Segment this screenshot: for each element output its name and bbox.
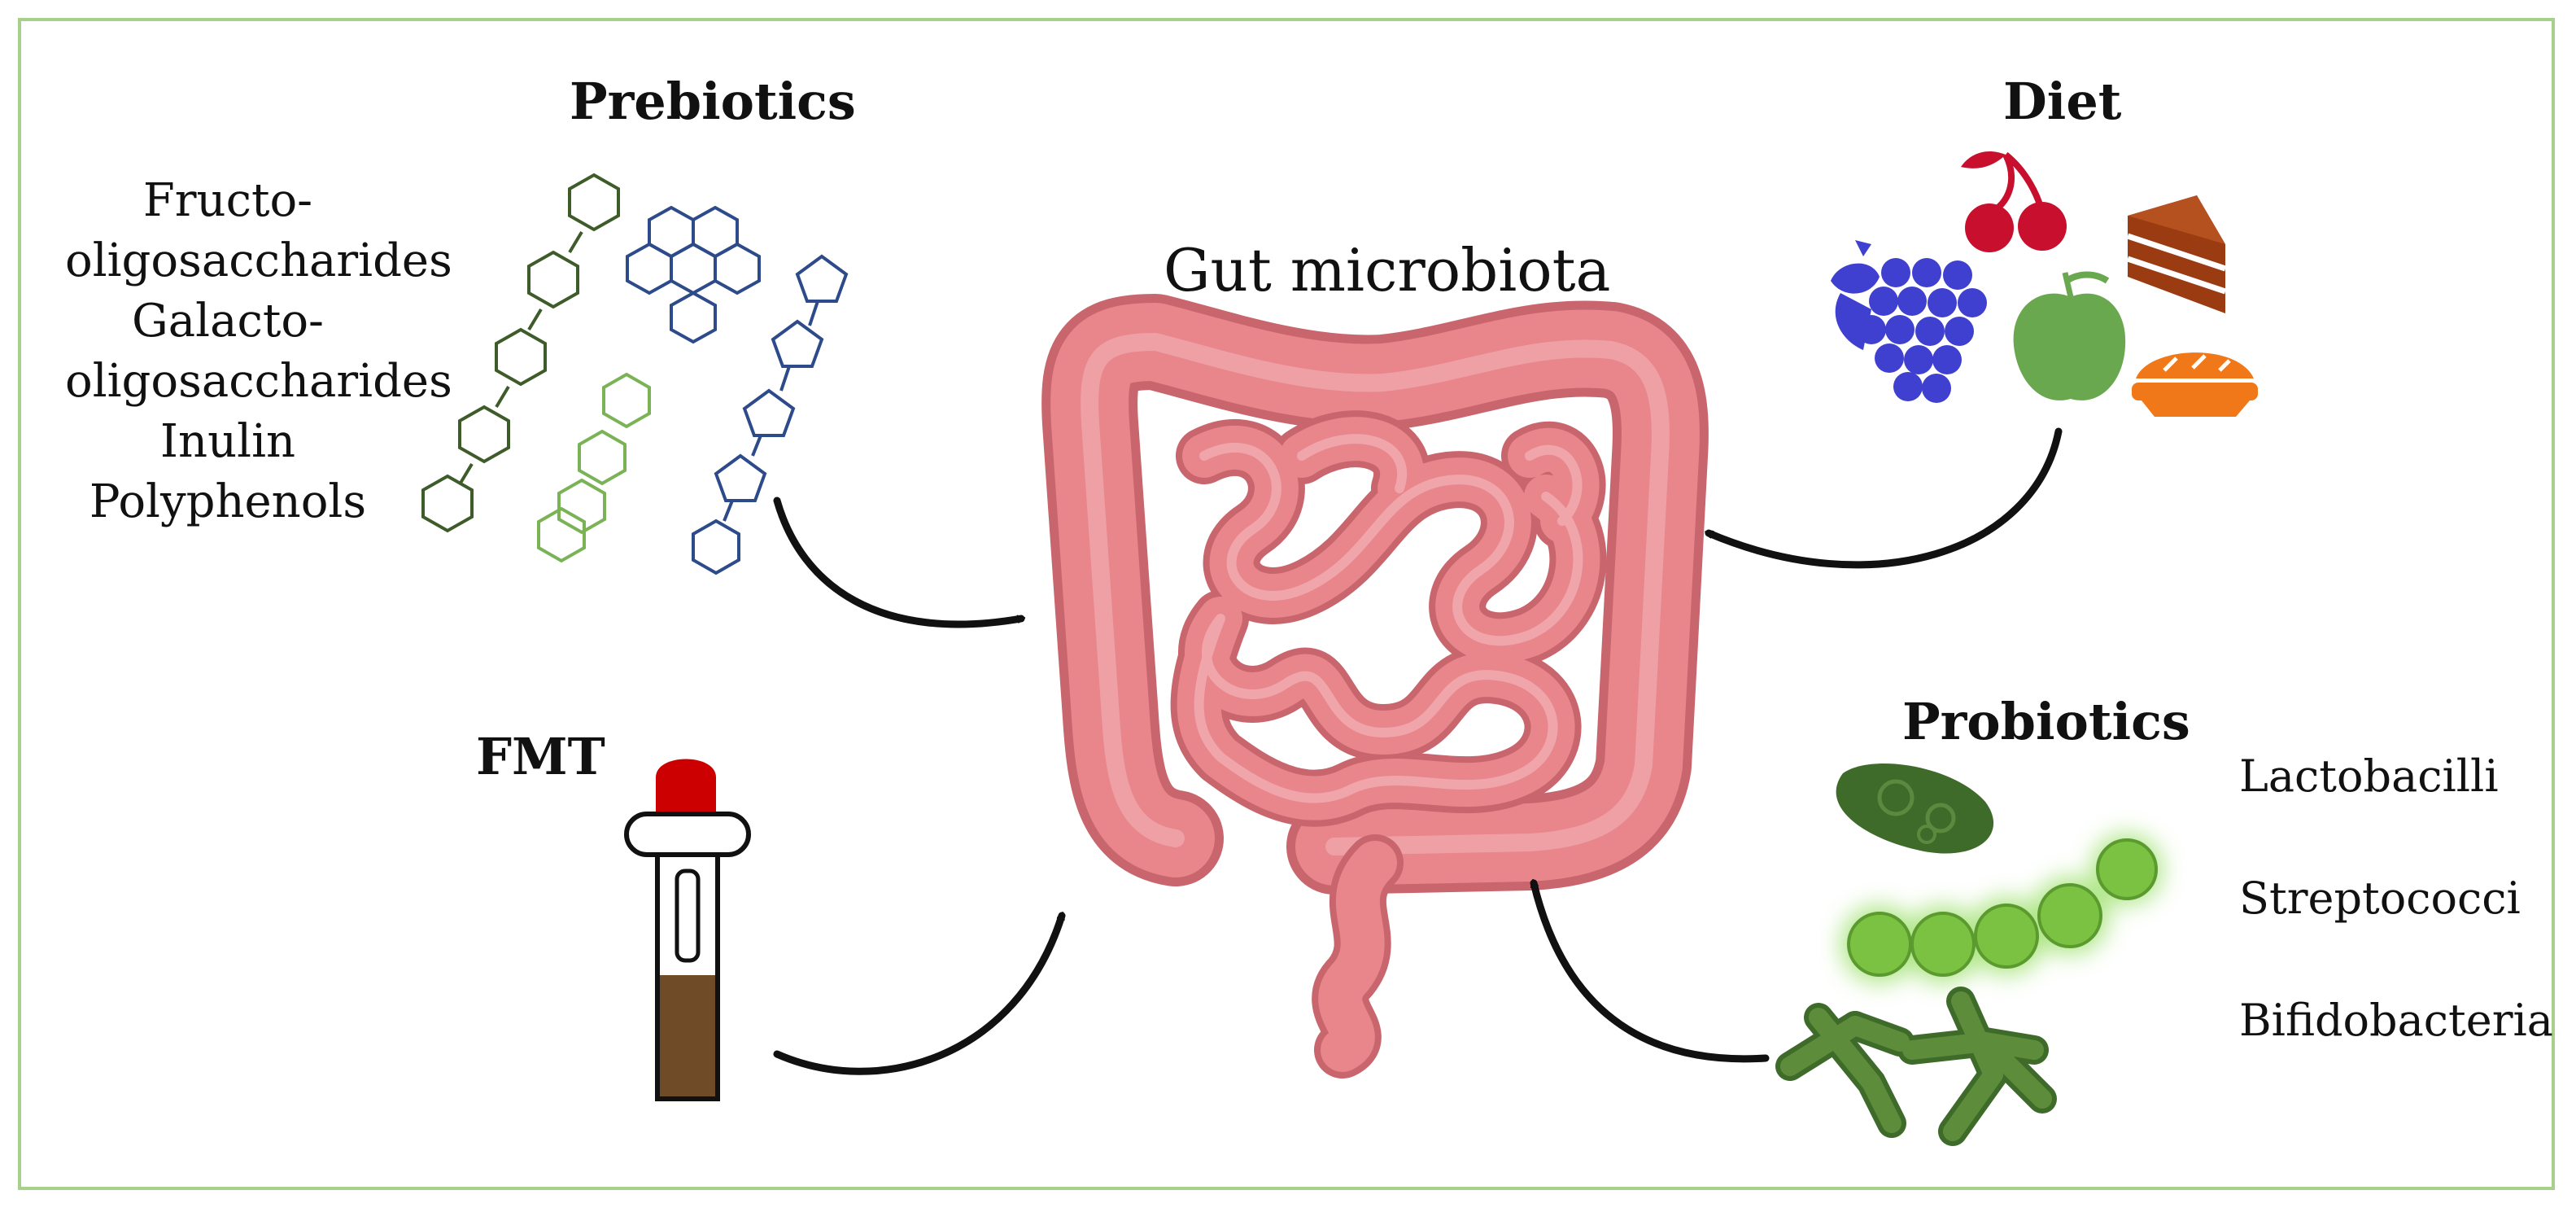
arrow-diet	[1709, 427, 2063, 569]
fmt-heading: FMT	[476, 727, 605, 786]
prebiotics-list: Fructo- oligosaccharides Galacto- oligos…	[65, 171, 452, 532]
arrow-probiotics	[1530, 883, 1770, 1063]
dropper-icon	[624, 759, 751, 1101]
prebiotic-item: Inulin	[159, 415, 296, 468]
blue-pentagon-chain	[692, 254, 849, 575]
grapes-icon	[1831, 240, 1987, 403]
streptococci-icon	[1840, 834, 2163, 983]
arrow-prebiotics	[773, 497, 1021, 628]
figure-border	[18, 18, 2555, 1190]
pie-icon	[2132, 352, 2258, 417]
bacillus-icon	[1836, 763, 1994, 854]
probiotic-item-streptococci: Streptococci	[2239, 873, 2521, 924]
cherry-icon	[1961, 151, 2067, 252]
apple-icon	[2013, 271, 2126, 400]
probiotic-item-lactobacilli: Lactobacilli	[2239, 750, 2499, 802]
diagram-title: Gut microbiota	[1164, 236, 1611, 304]
arrow-fmt	[773, 916, 1066, 1075]
diet-icons	[1831, 151, 2258, 417]
dark-green-hexagon-chain	[421, 173, 620, 533]
light-green-hexagon-chain	[537, 372, 651, 563]
prebiotic-item: Polyphenols	[89, 475, 367, 528]
prebiotic-item: oligosaccharides	[65, 355, 452, 408]
bifidobacteria-icon	[1775, 987, 2057, 1146]
prebiotics-heading: Prebiotics	[570, 72, 856, 131]
intestine-icon	[1041, 294, 1709, 1079]
prebiotic-item: Galacto-	[132, 295, 324, 348]
probiotic-bacteria	[1775, 763, 2163, 1146]
cake-icon	[2126, 195, 2227, 313]
prebiotic-item: oligosaccharides	[65, 234, 452, 287]
prebiotic-item: Fructo-	[142, 174, 313, 227]
blue-fused-rings	[626, 205, 761, 344]
diet-heading: Diet	[2003, 72, 2122, 131]
probiotic-item-bifidobacteria: Bifidobacteria	[2239, 995, 2553, 1046]
prebiotic-molecules-icon	[421, 173, 849, 575]
probiotics-heading: Probiotics	[1902, 692, 2190, 751]
arrows	[773, 427, 2063, 1075]
